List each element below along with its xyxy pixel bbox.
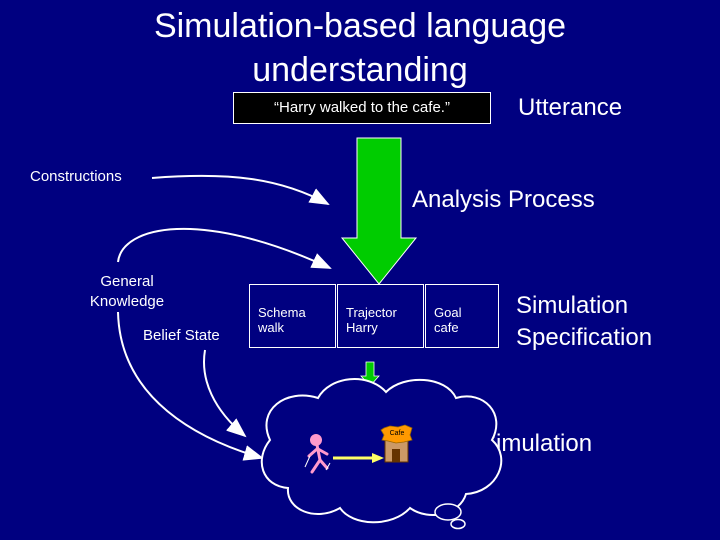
harry-outline-icon bbox=[304, 455, 331, 471]
spec-cell-trajector: Trajector Harry bbox=[337, 284, 424, 348]
simulation-specification-line1: Simulation bbox=[516, 292, 629, 319]
walk-path-arrowhead bbox=[372, 453, 384, 463]
analysis-arrow bbox=[340, 137, 418, 285]
belief-state-label: Belief State bbox=[143, 327, 220, 344]
analysis-process-label: Analysis Process bbox=[412, 186, 595, 213]
simulation-cloud bbox=[260, 378, 503, 524]
cafe-sign-text: Cafe bbox=[389, 430, 405, 437]
belief-state-arrow bbox=[203, 349, 247, 438]
simulation-specification-label: Simulation Specification bbox=[516, 290, 652, 354]
spec-cell-role: Goal bbox=[434, 305, 462, 320]
constructions-label: Constructions bbox=[30, 168, 122, 185]
cloud-bubble-small bbox=[450, 518, 466, 530]
page-title-line2: understanding bbox=[252, 51, 468, 89]
cafe-sign-icon bbox=[380, 424, 413, 444]
constructions-arrow bbox=[151, 174, 330, 205]
general-knowledge-line1: General bbox=[100, 273, 154, 290]
general-knowledge-line2: Knowledge bbox=[89, 293, 165, 310]
harry-figure-icon bbox=[307, 434, 329, 474]
page-title-line1: Simulation-based language bbox=[153, 7, 567, 45]
utterance-box: “Harry walked to the cafe.” bbox=[233, 92, 491, 124]
simulation-specification-line2: Specification bbox=[516, 324, 653, 351]
general-knowledge-simulation-arrow bbox=[117, 311, 264, 461]
spec-cell-role: Trajector bbox=[346, 305, 397, 320]
spec-cell-value: walk bbox=[258, 320, 285, 335]
utterance-label: Utterance bbox=[518, 94, 623, 121]
spec-cell-role: Schema bbox=[258, 305, 306, 320]
spec-cell-value: cafe bbox=[434, 320, 459, 335]
general-knowledge-label: General Knowledge bbox=[79, 272, 175, 312]
spec-cell-value: Harry bbox=[346, 320, 378, 335]
general-knowledge-arrow bbox=[117, 227, 332, 269]
spec-cell-schema: Schema walk bbox=[249, 284, 336, 348]
spec-cell-goal: Goal cafe bbox=[425, 284, 499, 348]
cloud-bubble-large bbox=[434, 503, 462, 521]
